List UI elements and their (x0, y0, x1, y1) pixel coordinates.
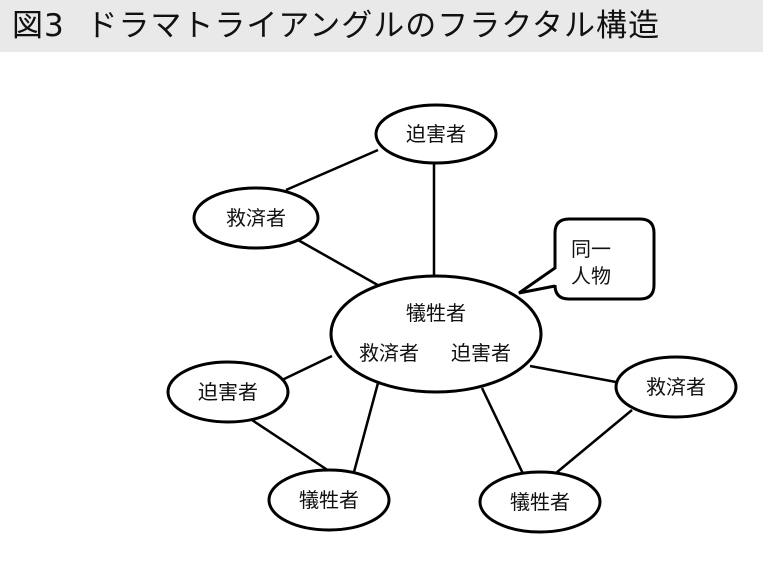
node-top-persecutor: 迫害者 (374, 103, 498, 165)
title-bar: 図3 ドラマトライアングルのフラクタル構造 (0, 0, 763, 52)
callout: 同一 人物 (518, 217, 656, 301)
node-right-rescuer: 救済者 (614, 355, 738, 419)
edge-center-bottomleft (352, 382, 380, 473)
center-persecutor-label: 迫害者 (451, 341, 511, 365)
node-label: 犠牲者 (510, 490, 570, 514)
edge-center-right (529, 364, 617, 384)
edge-top-left (285, 148, 379, 192)
callout-line2: 人物 (571, 264, 611, 288)
center-rescuer-label: 救済者 (359, 341, 419, 365)
edge-center-bottomright (480, 387, 528, 481)
node-bottom-right-victim: 犠牲者 (478, 470, 602, 534)
node-lower-left-persecutor: 迫害者 (166, 360, 290, 424)
center-victim-label: 犠牲者 (406, 301, 466, 325)
figure-title: 図3 ドラマトライアングルのフラクタル構造 (12, 8, 660, 44)
callout-line1: 同一 (571, 237, 611, 261)
node-bottom-left-victim: 犠牲者 (267, 468, 391, 532)
edge-center-lowerleft (281, 354, 333, 382)
node-label: 迫害者 (198, 380, 258, 404)
node-label: 救済者 (646, 375, 706, 399)
node-label: 救済者 (226, 206, 286, 230)
node-label: 犠牲者 (299, 488, 359, 512)
edge-lowerleft-bottomleft (251, 418, 333, 475)
edges (251, 148, 633, 481)
edge-right-bottomright (549, 409, 633, 479)
callout-bubble (518, 217, 656, 301)
node-left-rescuer: 救済者 (192, 186, 320, 250)
node-center: 犠牲者 救済者 迫害者 (329, 274, 543, 394)
node-label: 迫害者 (406, 122, 466, 146)
edge-left-center (297, 238, 391, 294)
